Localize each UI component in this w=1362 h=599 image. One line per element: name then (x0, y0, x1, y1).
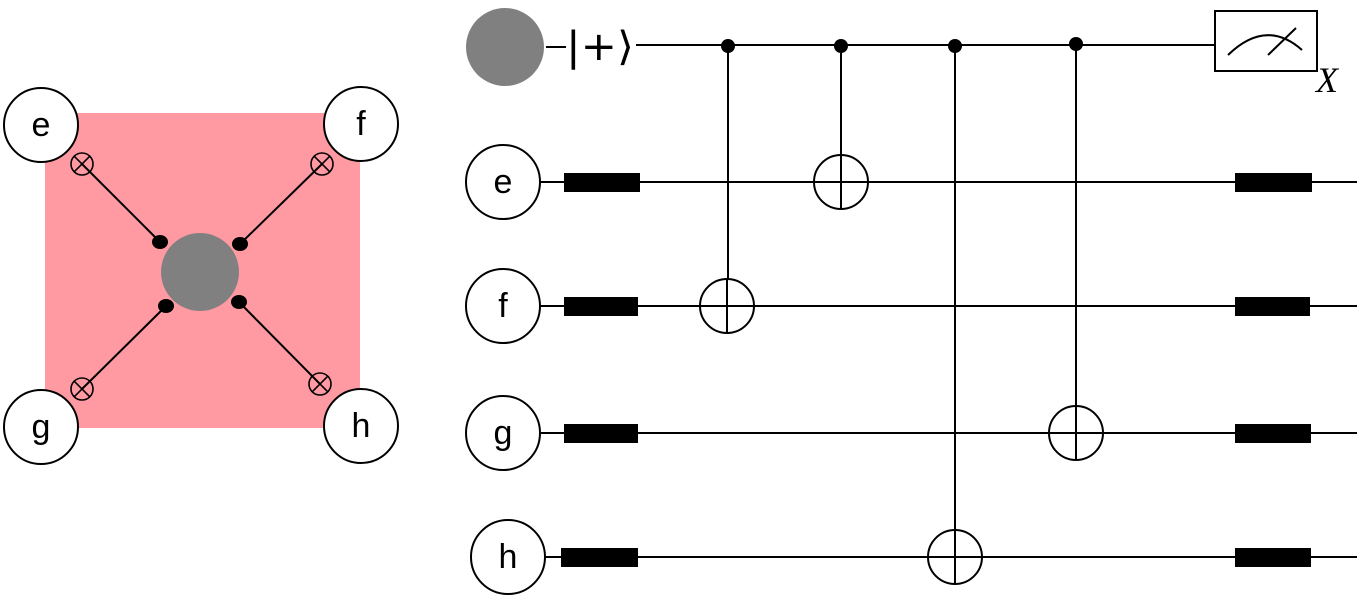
connector-f (239, 163, 323, 245)
cnot-ancilla-to-e (813, 39, 869, 210)
cnot-ancilla-to-h (927, 39, 983, 585)
wire-gate-start-h (561, 548, 638, 567)
wire-label-h: h (499, 538, 518, 576)
corner-qubit-label-f: f (356, 105, 366, 143)
wire-gate-start-g (564, 424, 638, 443)
ancilla-qubit-circuit (466, 8, 544, 86)
plaquette-control-dots (152, 235, 248, 313)
control-dot-f (232, 237, 248, 251)
wire-gate-end-f (1235, 297, 1310, 316)
data-wire-g: g (465, 395, 1357, 471)
corner-qubit-label-e: e (32, 106, 51, 144)
measurement-box (1214, 10, 1318, 72)
cnot-ancilla-to-f (699, 39, 755, 334)
wire-label-f: f (498, 287, 508, 325)
ancilla-init-state: |+⟩ (566, 24, 634, 70)
otimes-marker-g (70, 377, 94, 401)
corner-qubit-g: g (3, 389, 79, 465)
corner-qubit-label-g: g (32, 408, 51, 446)
wire-gate-end-h (1235, 548, 1311, 567)
corner-qubit-e: e (3, 87, 79, 163)
corner-qubit-f: f (323, 86, 399, 162)
meter-icon (1227, 34, 1303, 56)
data-wire-f: f (465, 268, 1357, 344)
wire-gate-start-f (564, 297, 638, 316)
cnot-ancilla-to-g (1048, 37, 1104, 461)
plaquette-connectors (81, 163, 323, 390)
corner-qubit-h: h (323, 388, 399, 464)
connector-e (81, 163, 161, 243)
wire-gate-start-e (564, 173, 640, 192)
control-dot-h (231, 295, 247, 309)
plaquette-otimes-markers (70, 152, 334, 401)
data-wire-e: e (465, 144, 1357, 220)
plaquette-panel: e f g h (3, 86, 399, 465)
wire-gate-end-g (1235, 424, 1311, 443)
otimes-marker-h (308, 372, 332, 396)
wire-label-g: g (494, 414, 513, 452)
connector-h (238, 301, 321, 385)
circuit-panel: |+⟩ X e f g (465, 8, 1357, 595)
control-dot-e (152, 235, 168, 249)
corner-qubit-label-h: h (352, 407, 371, 445)
otimes-marker-e (70, 152, 94, 176)
measurement-basis-label: X (1314, 60, 1340, 100)
ancilla-qubit-plaquette (161, 233, 239, 311)
connector-g (81, 305, 167, 390)
measurement-x: X (1214, 10, 1340, 100)
control-dot-g (158, 299, 174, 313)
otimes-marker-f (310, 152, 334, 176)
wire-gate-end-e (1235, 173, 1312, 192)
wire-label-e: e (494, 163, 513, 201)
data-wire-h: h (470, 519, 1357, 595)
